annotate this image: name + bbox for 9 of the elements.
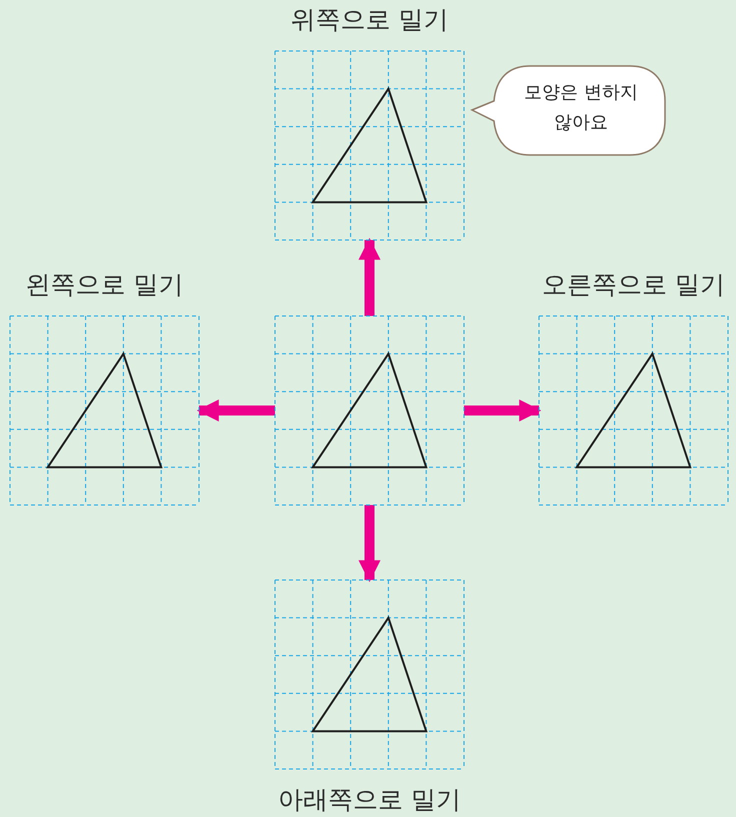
heading: 위쪽으로 밀기 (290, 5, 450, 35)
arrow (196, 400, 275, 422)
arrow (464, 400, 542, 422)
heading: 왼쪽으로 밀기 (24, 270, 184, 300)
heading: 아래쪽으로 밀기 (277, 785, 462, 815)
arrow (358, 505, 380, 582)
arrow (358, 238, 380, 316)
bubble-text: 모양은 변하지 않아요 (523, 81, 639, 135)
heading: 오른쪽으로 밀기 (541, 270, 726, 300)
